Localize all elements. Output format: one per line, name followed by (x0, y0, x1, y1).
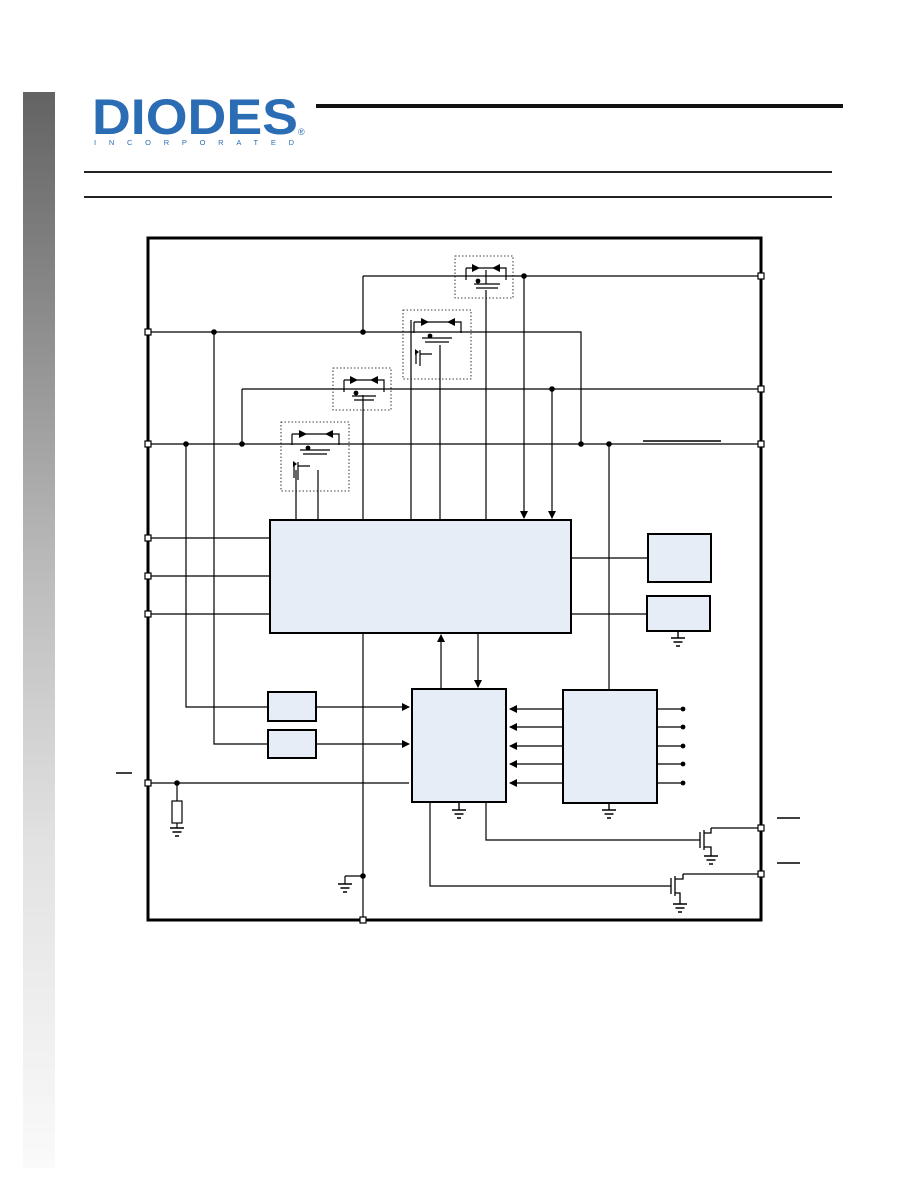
title-rule-top (84, 171, 832, 173)
switch-cell-top (454, 255, 514, 299)
side-banner: NEW PRODUCT (23, 92, 71, 1168)
pulldown-resistor (171, 800, 183, 824)
junction-dots (174, 273, 686, 879)
switch-cell-second (402, 309, 472, 380)
output-transistor-1 (699, 828, 712, 856)
svg-text:®: ® (298, 127, 305, 137)
svg-text:DIODES: DIODES (92, 90, 298, 145)
logic-block (411, 688, 507, 803)
title-rule-bottom (84, 196, 832, 198)
switch-cell-bottom (280, 421, 350, 492)
lower-right-block (646, 595, 711, 632)
diodes-logo: DIODES INCORPORATED ® (92, 90, 305, 147)
comparator-block-1 (267, 691, 317, 722)
output-transistor-2 (670, 874, 684, 904)
wires (116, 275, 800, 920)
comparator-block-2 (267, 729, 317, 759)
main-control-block (269, 519, 572, 634)
pins (144, 272, 765, 924)
switch-cell-third (332, 367, 392, 411)
register-block (562, 689, 658, 804)
top-right-block (647, 533, 712, 583)
ground-symbols (170, 631, 718, 913)
header-rule (316, 104, 843, 108)
